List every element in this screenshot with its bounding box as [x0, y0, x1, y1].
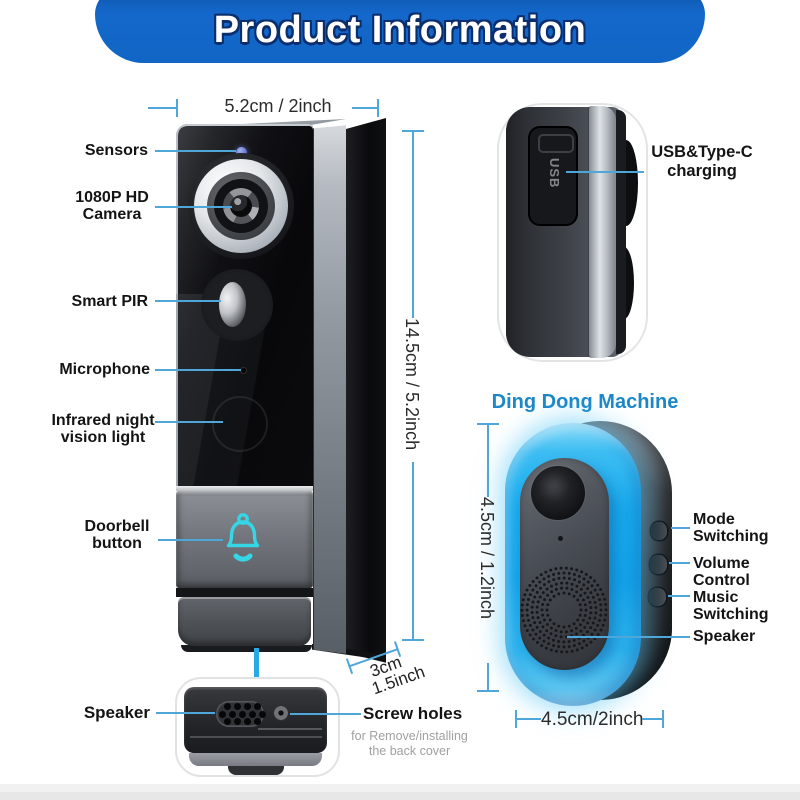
leader-volume: [669, 562, 690, 564]
height-dim-line-top: [412, 130, 414, 318]
pir-sensor: [219, 282, 246, 327]
screw-hole: [273, 705, 289, 721]
doorbell-frame-edge: [313, 125, 346, 654]
usb-cover-flap: [538, 134, 574, 153]
chime-wdim-line-right: [642, 718, 663, 720]
leader-doorbell-button: [158, 539, 223, 541]
height-dim-line-bottom: [412, 462, 414, 639]
music-switch-button: [649, 588, 666, 606]
chime-mic-hole: [558, 536, 563, 541]
width-dim-line-right: [352, 107, 378, 109]
leader-microphone: [155, 369, 241, 371]
chime-title: Ding Dong Machine: [491, 391, 679, 413]
chime-speaker-grille: [520, 566, 608, 654]
leader-screw: [290, 713, 361, 715]
bottom-view-seam2: [190, 736, 322, 738]
width-dim-tick-right: [377, 99, 379, 117]
banner: Product Information: [95, 0, 705, 63]
leader-usb: [566, 171, 644, 173]
label-chime-speaker: Speaker: [693, 628, 756, 645]
chime-hdim-line-top: [487, 423, 489, 497]
leader-pir: [155, 300, 221, 302]
microphone-hole: [241, 368, 246, 373]
chime-wdim-text: 4.5cm/2inch: [541, 709, 644, 730]
panel-bevel: [176, 486, 313, 491]
banner-title: Product Information: [213, 9, 587, 51]
usb-device-front-strip: [588, 106, 616, 358]
bottom-view-tab: [228, 766, 284, 775]
label-sensors: Sensors: [84, 142, 148, 159]
label-microphone: Microphone: [59, 361, 150, 378]
leader-mode: [671, 527, 690, 529]
label-screw-holes: Screw holes: [363, 704, 463, 723]
label-pir: Smart PIR: [71, 293, 148, 310]
chime-hdim-tick-bottom: [477, 690, 499, 692]
leader-ir: [155, 421, 223, 423]
doorbell-front-glass: [176, 124, 313, 486]
usb-port-cover: USB: [528, 126, 578, 226]
volume-control-button: [650, 555, 667, 574]
width-dim-tick-left: [176, 99, 178, 117]
bottom-view-seam1: [258, 728, 322, 730]
leader-chime-speaker: [567, 636, 690, 638]
doorbell-side-face: [346, 118, 386, 663]
height-dim-text: 14.5cm / 5.2inch: [402, 318, 422, 451]
usb-device-front-edge: [616, 110, 626, 354]
bell-icon: [226, 513, 260, 562]
chime-hdim-text: 4.5cm / 1.2inch: [477, 497, 497, 620]
chime-speaker-cone: [531, 466, 585, 520]
leader-music: [668, 595, 690, 597]
height-dim-tick-bottom: [402, 639, 424, 641]
doorbell-front: [176, 124, 313, 648]
sensor-led: [236, 147, 247, 158]
bottom-speaker-grille: [216, 701, 266, 727]
label-bottom-speaker: Speaker: [83, 703, 150, 722]
leader-camera: [155, 206, 232, 208]
mode-switch-button: [651, 522, 667, 540]
camera-center: [230, 195, 252, 217]
page-bottom-strip-light: [0, 784, 800, 792]
doorbell-underside-front: [181, 645, 312, 652]
width-dim-line-left: [148, 107, 176, 109]
ir-light: [212, 396, 268, 452]
chime-wdim-tick-right: [662, 710, 664, 728]
chime-hdim-line-bottom: [487, 663, 489, 691]
doorbell-bottom-cover: [178, 597, 311, 646]
chime-wdim-line-left: [515, 718, 541, 720]
panel-gap: [176, 588, 313, 597]
leader-sensors: [155, 150, 236, 152]
width-dim-text: 5.2cm / 2inch: [224, 96, 332, 116]
down-arrow: [254, 648, 259, 690]
leader-bottom-speaker: [156, 712, 215, 714]
bottom-view-cover-band: [189, 753, 322, 766]
page-bottom-strip: [0, 792, 800, 800]
usb-port-label: USB: [547, 158, 562, 189]
